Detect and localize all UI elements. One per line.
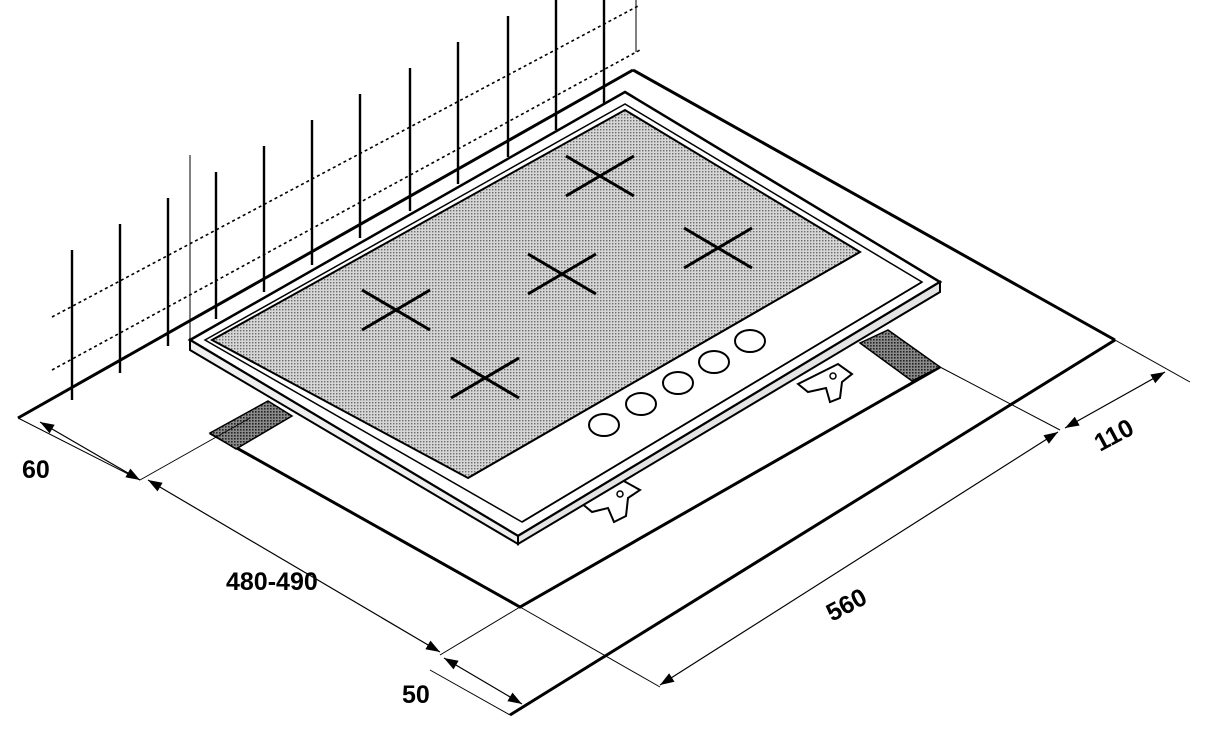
arrowhead [1043, 432, 1058, 444]
hob [187, 90, 943, 546]
dimension-label-front-gap: 50 [402, 681, 430, 709]
arrowhead [444, 658, 459, 670]
arrowhead [148, 480, 163, 492]
hob-right-side [517, 280, 941, 546]
fixing-bracket-right [796, 362, 854, 404]
seal-strip-left [208, 400, 294, 450]
dimension-label-wall-gap: 60 [22, 456, 50, 484]
wall-base-line [17, 68, 634, 420]
dim-arrow-cutout-depth-line [147, 479, 441, 653]
burner-stroke [527, 252, 597, 296]
arrowhead [425, 640, 440, 652]
ext-counter-front [429, 669, 511, 716]
counter-front-edge [509, 338, 1116, 717]
dim-arrow-front-gap-line [443, 657, 523, 705]
tile-vertical-lines [70, 0, 606, 400]
burner-icon [527, 252, 597, 296]
arrowhead [125, 468, 140, 480]
ext-wall-gap [17, 417, 141, 481]
burner-stroke [361, 288, 431, 332]
ext-cutout-back [139, 417, 251, 481]
dim-arrow-cutout-width [659, 431, 1059, 686]
counter-side-edge [632, 68, 1116, 342]
control-panel-edge [467, 251, 861, 479]
ext-cutout-left [519, 606, 661, 688]
ext-cutout-front [439, 606, 521, 656]
burner-icon [450, 356, 520, 400]
control-panel-front [521, 281, 923, 523]
dim-arrow-front-gap [443, 657, 523, 705]
burners [361, 154, 753, 400]
arrowhead [1150, 372, 1165, 384]
ext-cutout-right [939, 366, 1061, 431]
dim-arrow-cutout-width-line [659, 431, 1059, 686]
tile-dashed-line-upper [51, 4, 641, 318]
control-knob [588, 413, 620, 437]
wall-tiles [51, 0, 641, 400]
dimension-label-side-gap: 110 [1090, 414, 1139, 458]
dimension-label-cutout-depth: 480-490 [226, 568, 318, 596]
fixing-bracket-front [578, 478, 642, 524]
burner-icon [361, 288, 431, 332]
arrowhead [660, 673, 675, 685]
seal-strip-right [858, 329, 942, 382]
arrowhead [40, 422, 55, 434]
burner-stroke [450, 356, 520, 400]
hob-cooking-surface [209, 108, 862, 480]
dim-arrow-wall-gap-line [39, 421, 141, 481]
burner-icon [683, 226, 753, 270]
control-knob [698, 350, 730, 374]
control-knobs [588, 329, 766, 437]
countertop [17, 68, 1116, 717]
control-knob [734, 329, 766, 353]
control-knob [625, 392, 657, 416]
burner-stroke [565, 154, 635, 198]
dim-arrow-side-gap [1064, 371, 1166, 429]
arrowhead [1065, 416, 1080, 428]
dimension-label-cutout-width: 560 [822, 583, 872, 627]
arrowhead [507, 692, 522, 704]
dim-arrow-cutout-depth [147, 479, 441, 653]
dim-arrow-side-gap-line [1064, 371, 1166, 429]
burner-stroke [683, 226, 753, 270]
burner-icon [565, 154, 635, 198]
dim-arrow-wall-gap [39, 421, 141, 481]
dimension-arrows [39, 371, 1166, 705]
ext-counter-side [1114, 339, 1191, 383]
extension-lines [17, 339, 1191, 716]
control-knob [662, 371, 694, 395]
